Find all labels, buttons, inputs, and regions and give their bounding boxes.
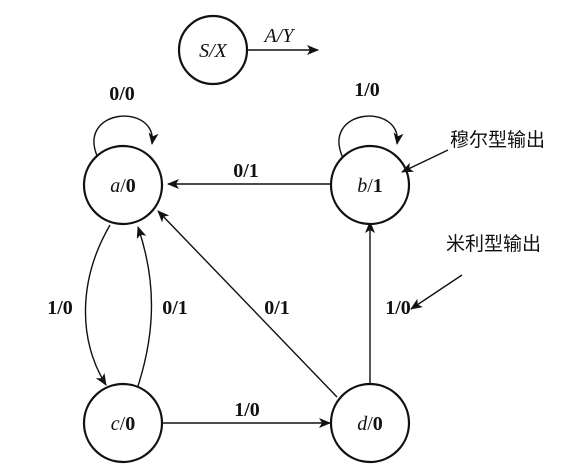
- state-b-circle: [329, 144, 411, 226]
- state-d: d/0: [329, 382, 411, 464]
- edge-b-self: [338, 115, 404, 159]
- label-a-to-c: 1/0: [47, 297, 73, 319]
- edge-a-self: [93, 115, 159, 159]
- moore-pointer: [401, 149, 449, 173]
- label-b-self: 1/0: [354, 79, 380, 101]
- moore-annotation: 穆尔型输出: [450, 129, 545, 151]
- label-a-self: 0/0: [109, 83, 135, 105]
- mealy-annotation: 米利型输出: [446, 233, 541, 255]
- label-c-to-d: 1/0: [234, 399, 260, 421]
- state-d-circle: [329, 382, 411, 464]
- mealy-pointer: [410, 274, 463, 310]
- label-c-to-a: 0/1: [162, 297, 188, 319]
- edge-c-to-a: [136, 226, 153, 387]
- label-d-to-a: 0/1: [264, 297, 290, 319]
- state-b-label: b/1: [357, 175, 383, 197]
- state-c-circle: [82, 382, 164, 464]
- state-c-label: c/0: [111, 413, 135, 435]
- legend-transition-label: A/Y: [263, 25, 296, 47]
- state-a-circle: [82, 144, 164, 226]
- legend-state-label: S/X: [199, 40, 228, 62]
- state-a-label: a/0: [110, 175, 136, 197]
- state-a: a/0: [82, 144, 164, 226]
- legend-state-circle: [177, 14, 249, 86]
- label-b-to-a: 0/1: [233, 160, 259, 182]
- state-d-label: d/0: [357, 413, 383, 435]
- state-b: b/1: [329, 144, 411, 226]
- legend: S/X A/Y: [177, 14, 319, 86]
- edge-a-to-c: [84, 224, 111, 386]
- edge-d-to-a: [157, 210, 338, 398]
- state-c: c/0: [82, 382, 164, 464]
- label-d-to-b: 1/0: [385, 297, 411, 319]
